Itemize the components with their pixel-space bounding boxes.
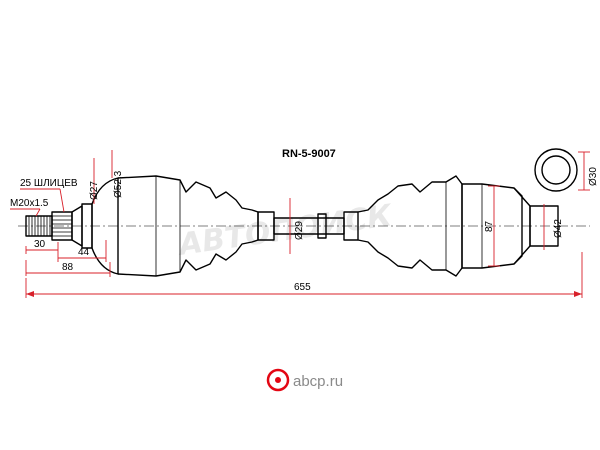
- dim-label-44: 44: [78, 247, 90, 258]
- dim-label-shaft-diameter: Ø29: [294, 221, 305, 240]
- spline-count-label: 25 ШЛИЦЕВ: [20, 178, 78, 189]
- dim-label-spline-diameter: Ø27: [89, 181, 100, 200]
- dim-label-inner-diameter: Ø30: [588, 167, 599, 186]
- shaft: [257, 211, 359, 241]
- abcp-logo-dot: [275, 377, 281, 383]
- dim-label-88: 88: [62, 262, 74, 273]
- abcp-logo-text: abcp.ru: [293, 373, 343, 390]
- part-number-label: RN-5-9007: [282, 148, 336, 160]
- thread-spec-leader: [35, 208, 41, 217]
- dim-label-30: 30: [34, 239, 46, 250]
- dim-label-655: 655: [294, 282, 311, 293]
- dim-label-boot-diameter: Ø52.3: [113, 170, 124, 198]
- watermark-text: АВТОПОИСК: [175, 198, 396, 263]
- dim-label-outer-diameter: Ø42: [553, 219, 564, 238]
- end-view-ring: [534, 148, 578, 192]
- spline-note-leader: [59, 188, 65, 213]
- abcp-logo: abcp.ru: [266, 368, 343, 392]
- thread-spec-label: M20x1.5: [10, 198, 49, 209]
- abcp-logo-ring: [266, 368, 290, 392]
- dim-label-87: 87: [484, 220, 495, 232]
